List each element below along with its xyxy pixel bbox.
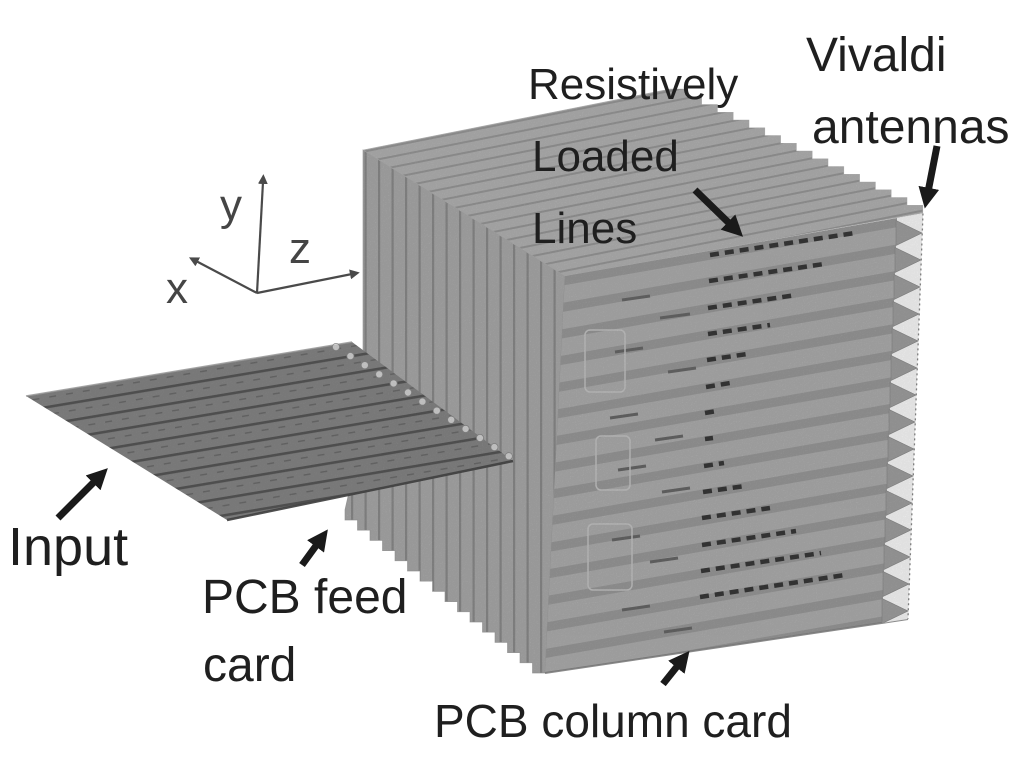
pcb-feed-card-label-line1: PCB feed — [202, 571, 407, 624]
pcb-column-card-label: PCB column card — [434, 695, 792, 747]
y-axis-arrow — [255, 174, 268, 294]
x-axis-arrow — [188, 257, 258, 294]
pcb-feed-card-arrow — [299, 529, 328, 568]
resistively-label-line2: Loaded — [532, 132, 679, 181]
pcb-feed-card-label-line2: card — [203, 639, 296, 692]
z-axis-arrow — [256, 269, 360, 295]
vivaldi-label-line2: antennas — [812, 101, 1010, 154]
x-axis-label: x — [166, 264, 188, 313]
annotation-arrows — [55, 145, 941, 687]
z-axis-label: z — [289, 224, 311, 273]
annotation-labels: Resistively Loaded Lines Vivaldi antenna… — [8, 29, 1010, 747]
vivaldi-antennas-arrow — [918, 145, 941, 209]
input-label: Input — [8, 517, 128, 577]
pcb-column-card-arrow — [660, 650, 690, 687]
vivaldi-label-line1: Vivaldi — [806, 29, 947, 82]
resistively-label-line1: Resistively — [528, 60, 738, 109]
y-axis-label: y — [220, 181, 242, 230]
resistively-loaded-lines-arrow — [692, 187, 744, 237]
resistively-label-line3: Lines — [532, 204, 637, 253]
coordinate-axes — [188, 174, 360, 295]
input-arrow — [55, 468, 108, 521]
